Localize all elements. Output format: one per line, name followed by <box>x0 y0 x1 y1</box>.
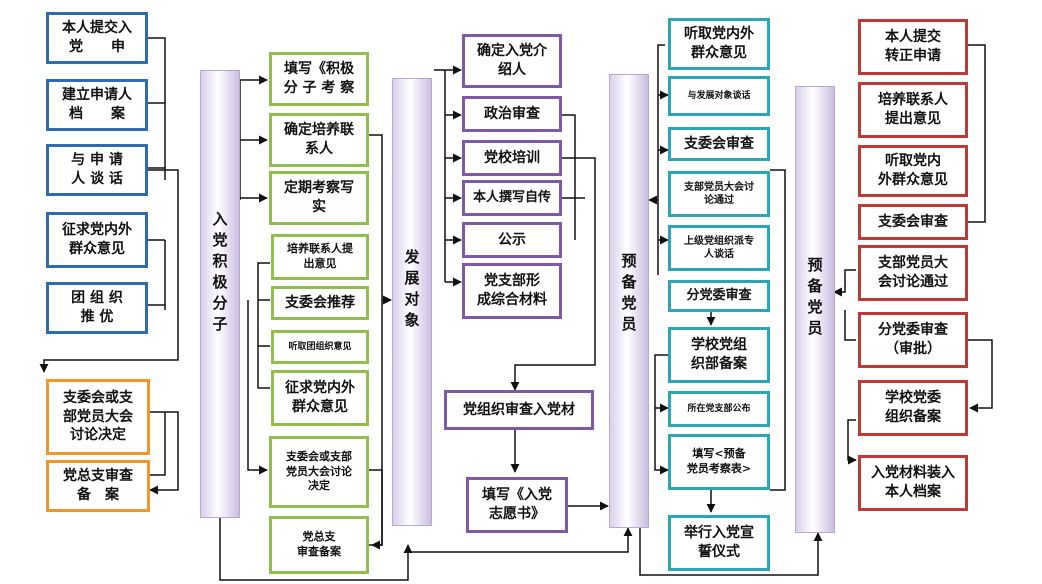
box-committee-review: 支委会审查 <box>668 127 770 161</box>
box-league-opinion: 听取团组织意见 <box>271 330 369 364</box>
box-write-autobiography: 本人撰写自传 <box>462 180 562 216</box>
box-political-review: 政治审查 <box>462 96 562 132</box>
box-general-branch-review: 党总支 审查备案 <box>269 516 369 574</box>
box-submit-application: 本人提交入 党 申 <box>46 12 148 64</box>
box-talk-with-applicant: 与 申 请 人 谈 话 <box>46 144 148 196</box>
box-contact-opinion: 培养联系人提 出意见 <box>271 234 369 280</box>
connector <box>639 528 823 576</box>
box-fill-application-form: 填写《入党 志愿书》 <box>466 477 568 533</box>
box-sub-committee-approval: 分党委审查 （审批） <box>858 312 968 368</box>
box-general-branch-filing: 党总支审查 备 案 <box>46 460 150 512</box>
box-branch-meeting-approval-2: 支部党员大 会讨论通过 <box>858 245 968 301</box>
connector <box>247 300 268 475</box>
connector <box>257 262 270 389</box>
box-higher-org-interview: 上级党组织派专 人谈话 <box>668 225 770 271</box>
box-oath-ceremony: 举行入党宣 誓仪式 <box>668 515 770 571</box>
box-university-committee-filing: 学校党委 组织备案 <box>858 380 968 436</box>
connector <box>39 169 179 373</box>
connector <box>654 354 669 475</box>
connector <box>562 114 576 240</box>
box-periodic-review: 定期考察写 实 <box>269 171 369 225</box>
box-fill-probation-form: 填写<预备 党员考察表> <box>668 434 770 490</box>
box-branch-decision: 支委会或支 部党员大会 讨论决定 <box>46 379 150 455</box>
stage-bar-activist: 入党积极分子 <box>200 70 240 518</box>
connector <box>770 169 786 491</box>
connector <box>847 419 857 465</box>
connector <box>833 269 856 297</box>
box-talk-with-candidate: 与发展对象谈话 <box>668 76 770 116</box>
box-contact-opinion-2: 培养联系人 提出意见 <box>858 82 968 138</box>
connector <box>407 527 633 553</box>
box-public-notice: 公示 <box>462 222 562 258</box>
box-submit-full-membership: 本人提交 转正申请 <box>858 19 968 75</box>
box-assign-contact: 确定培养联 系人 <box>269 113 369 167</box>
connector <box>657 44 665 275</box>
box-compile-materials: 党支部形 成综合材料 <box>462 263 562 319</box>
box-committee-recommend: 支委会推荐 <box>271 286 369 320</box>
box-review-party-materials: 党组织审查入党材 <box>444 390 594 430</box>
stage-bar-development: 发展对象 <box>392 78 432 526</box>
connector <box>219 517 413 581</box>
connector <box>148 37 166 180</box>
box-solicit-opinions-4: 听取党内 外群众意见 <box>858 145 968 197</box>
connector <box>150 412 166 476</box>
box-youth-league-recommend: 团 组 织 推 优 <box>46 282 148 334</box>
connector <box>968 339 993 413</box>
connector <box>844 310 856 341</box>
connector <box>510 157 596 391</box>
connector <box>368 134 383 471</box>
connector <box>368 470 383 546</box>
box-committee-review-2: 支委会审查 <box>858 204 968 240</box>
box-branch-discussion: 支委会或支部 党员大会讨论 决定 <box>269 436 369 508</box>
box-fill-activist-form: 填写《积极 分 子 考 察 <box>269 52 369 106</box>
box-solicit-opinions-2: 征求党内外 群众意见 <box>271 370 369 426</box>
stage-bar-probationary-1: 预备党员 <box>609 74 649 528</box>
box-archive-materials: 入党材料装入 本人档案 <box>858 455 968 511</box>
box-solicit-opinions: 征求党内外 群众意见 <box>46 212 148 268</box>
box-branch-meeting-approval: 支部党员大会讨 论通过 <box>668 171 770 217</box>
box-solicit-opinions-3: 听取党内外 群众意见 <box>668 18 770 70</box>
box-branch-announcement: 所在党支部公布 <box>668 391 770 427</box>
box-create-applicant-file: 建立申请人 档 案 <box>46 79 148 131</box>
box-assign-introducer: 确定入党介 绍人 <box>462 34 562 88</box>
box-organization-dept-filing: 学校党组 织部备案 <box>668 327 770 383</box>
connector <box>149 411 179 495</box>
connector <box>968 44 986 223</box>
stage-label-development: 发展对象 <box>402 249 421 333</box>
box-party-school: 党校培训 <box>462 140 562 176</box>
stage-label-probationary-2: 预备党员 <box>805 257 824 341</box>
connector <box>371 470 383 550</box>
stage-label-activist: 入党积极分子 <box>210 211 229 337</box>
stage-label-probationary-1: 预备党员 <box>619 253 638 337</box>
box-sub-committee-review: 分党委审查 <box>668 280 770 312</box>
stage-bar-probationary-2: 预备党员 <box>795 86 835 533</box>
